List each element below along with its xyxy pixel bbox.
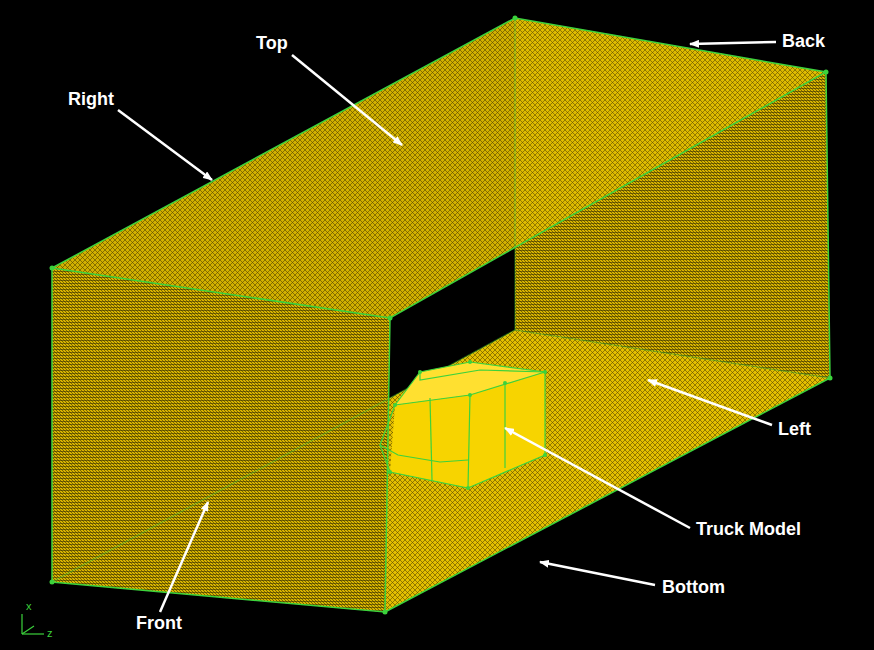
truck-model [380, 360, 547, 490]
face-label: Right [68, 90, 114, 108]
face-label: Top [256, 34, 288, 52]
part-label: Truck Model [696, 520, 801, 538]
axis-triad [22, 614, 44, 634]
face-label: Back [782, 32, 825, 50]
leader-arrows [118, 42, 776, 612]
face-label: Bottom [662, 578, 725, 596]
face-label: Left [778, 420, 811, 438]
axis-label: x [26, 601, 32, 612]
face-label: Front [136, 614, 182, 632]
axis-label: z [47, 628, 53, 639]
